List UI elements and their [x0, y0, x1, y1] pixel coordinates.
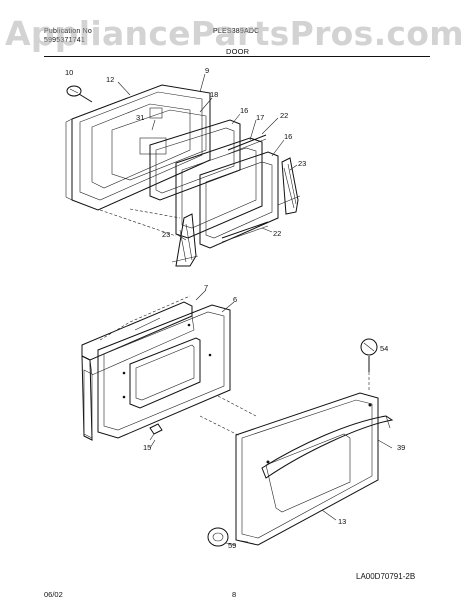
- callout-18: 18: [210, 90, 218, 99]
- section-title: DOOR: [226, 47, 250, 56]
- callout-23-a: 23: [298, 159, 306, 168]
- callout-7: 7: [204, 283, 208, 292]
- watermark: AppliancePartsPros.com: [5, 14, 464, 53]
- outer-door-frame-part-12: [65, 84, 211, 211]
- model-number: PLES389ADC: [213, 28, 260, 35]
- callout-22-a: 22: [280, 111, 288, 120]
- footer-drawing-code: LA00D70791-2B: [356, 572, 416, 581]
- inner-door-panel-part-6: [97, 304, 231, 439]
- outer-door-panel-part-13: [235, 392, 379, 546]
- callout-23-b: 23: [162, 230, 170, 239]
- screw-part-10: [66, 85, 93, 103]
- callout-9: 9: [205, 66, 209, 75]
- callout-16-a: 16: [240, 106, 248, 115]
- callout-10: 10: [65, 68, 73, 77]
- footer-date: 06/02: [44, 590, 63, 599]
- upper-leader-lines: [99, 73, 298, 241]
- bracket-part-22-upper: [227, 134, 267, 155]
- callout-12: 12: [106, 75, 114, 84]
- insulation-part-7: [81, 295, 195, 441]
- clip-part-15: [149, 423, 163, 441]
- glass-panel-part-16b: [199, 151, 279, 249]
- window-frame-part-18: [111, 107, 207, 181]
- callout-6: 6: [233, 295, 237, 304]
- door-handle-part-39: [261, 415, 394, 479]
- callout-16-b: 16: [284, 132, 292, 141]
- footer-page-number: 8: [232, 590, 237, 599]
- knob-part-59: [207, 527, 237, 547]
- callout-22-b: 22: [273, 229, 281, 238]
- header-rule: [44, 56, 430, 57]
- callout-31: 31: [136, 113, 144, 122]
- screw-part-54: [360, 338, 378, 390]
- callout-15: 15: [143, 443, 151, 452]
- callout-59: 59: [228, 541, 236, 550]
- glass-panel-part-16: [149, 119, 241, 201]
- callout-13: 13: [338, 517, 346, 526]
- callout-17: 17: [256, 113, 264, 122]
- publication-number: 5995371741: [44, 37, 85, 44]
- publication-label: Publication No: [44, 28, 92, 35]
- bracket-part-22-lower: [221, 221, 269, 243]
- callout-39: 39: [397, 443, 405, 452]
- callout-54: 54: [380, 344, 388, 353]
- hinge-part-23-right: [277, 157, 301, 215]
- hinge-part-23-left: [171, 213, 199, 267]
- glass-panel-part-17: [175, 137, 263, 239]
- lower-leader-lines: [149, 289, 393, 543]
